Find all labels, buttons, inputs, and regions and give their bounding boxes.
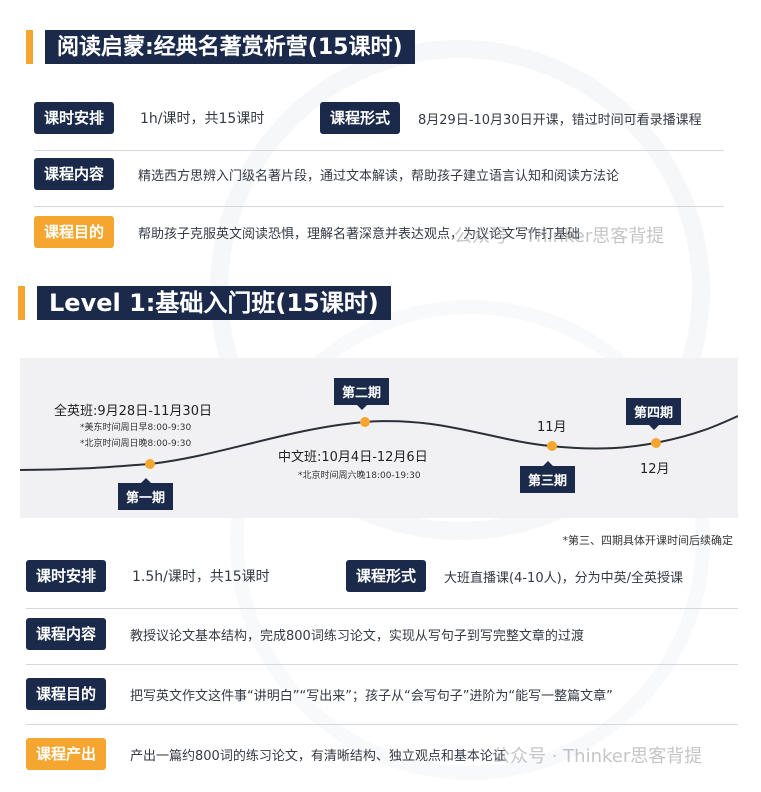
phase4-month: 12月 bbox=[640, 462, 670, 477]
timeline-panel: 全英班:9月28日-11月30日 *美东时间周日早8:00-9:30 *北京时间… bbox=[20, 358, 738, 518]
section2-header: Level 1:基础入门班(15课时) bbox=[18, 286, 391, 320]
divider bbox=[26, 724, 738, 725]
timeline-curve bbox=[20, 415, 738, 471]
phase2-label: 第二期 bbox=[334, 378, 390, 410]
s1-content-value: 精选西方思辨入门级名著片段，通过文本解读，帮助孩子建立语言认知和阅读方法论 bbox=[138, 168, 620, 184]
watermark-text: 公众号 · Thinker思客背提 bbox=[454, 226, 665, 247]
s1-goal-row: 课程目的 帮助孩子克服英文阅读恐惧，理解名著深意并表达观点，为议论文写作打基础 bbox=[34, 216, 580, 248]
s2-content-tag: 课程内容 bbox=[26, 618, 107, 650]
s1-goal-value: 帮助孩子克服英文阅读恐惧，理解名著深意并表达观点，为议论文写作打基础 bbox=[138, 226, 581, 242]
s2-output-tag: 课程产出 bbox=[26, 738, 107, 770]
section2-title: Level 1:基础入门班(15课时) bbox=[37, 286, 391, 320]
s2-output-value: 产出一篇约800词的练习论文，有清晰结构、独立观点和基本论证 bbox=[130, 748, 506, 764]
s2-content-value: 教授议论文基本结构，完成800词练习论文，实现从写句子到写完整文章的过渡 bbox=[130, 628, 584, 644]
phase4-label: 第四期 bbox=[626, 398, 682, 430]
phase3-dot bbox=[547, 441, 557, 451]
phase4-dot bbox=[651, 438, 661, 448]
s2-output-row: 课程产出 产出一篇约800词的练习论文，有清晰结构、独立观点和基本论证 bbox=[26, 738, 506, 770]
s1-goal-tag: 课程目的 bbox=[34, 216, 115, 248]
chinese-class-dates: 中文班:10月4日-12月6日 bbox=[278, 450, 428, 465]
section1-header: 阅读启蒙:经典名著赏析营(15课时) bbox=[26, 30, 415, 64]
s1-content-row: 课程内容 精选西方思辨入门级名著片段，通过文本解读，帮助孩子建立语言认知和阅读方… bbox=[34, 158, 619, 190]
divider bbox=[26, 664, 738, 665]
english-class-us-time: *美东时间周日早8:00-9:30 bbox=[80, 423, 192, 433]
s2-format-row: 课程形式 大班直播课(4-10人)，分为中英/全英授课 bbox=[346, 560, 683, 592]
s1-schedule-row: 课时安排 1h/课时，共15课时 bbox=[34, 102, 264, 134]
divider bbox=[34, 150, 724, 151]
chinese-class-bj-time: *北京时间周六晚18:00-19:30 bbox=[298, 471, 421, 481]
phase1-dot bbox=[145, 459, 155, 469]
section1-title: 阅读启蒙:经典名著赏析营(15课时) bbox=[45, 30, 415, 64]
s2-schedule-row: 课时安排 1.5h/课时，共15课时 bbox=[26, 560, 270, 592]
s1-schedule-tag: 课时安排 bbox=[34, 102, 115, 134]
s1-format-value: 8月29日-10月30日开课，错过时间可看录播课程 bbox=[418, 112, 702, 128]
s2-schedule-value: 1.5h/课时，共15课时 bbox=[132, 569, 270, 585]
s2-format-tag: 课程形式 bbox=[346, 560, 427, 592]
phase3-label: 第三期 bbox=[520, 461, 576, 493]
s2-goal-tag: 课程目的 bbox=[26, 678, 107, 710]
timeline-note: *第三、四期具体开课时间后续确定 bbox=[562, 534, 734, 547]
phase1-label: 第一期 bbox=[118, 478, 174, 510]
section-accent-bar bbox=[18, 286, 25, 320]
phase2-dot bbox=[360, 417, 370, 427]
section-accent-bar bbox=[26, 30, 33, 64]
s2-goal-row: 课程目的 把写英文作文这件事“讲明白”“写出来”；孩子从“会写句子”进阶为“能写… bbox=[26, 678, 613, 710]
s2-goal-value: 把写英文作文这件事“讲明白”“写出来”；孩子从“会写句子”进阶为“能写一整篇文章… bbox=[130, 688, 613, 704]
s2-content-row: 课程内容 教授议论文基本结构，完成800词练习论文，实现从写句子到写完整文章的过… bbox=[26, 618, 584, 650]
s1-format-tag: 课程形式 bbox=[320, 102, 401, 134]
english-class-bj-time: *北京时间周日晚8:00-9:30 bbox=[80, 439, 192, 449]
english-class-dates: 全英班:9月28日-11月30日 bbox=[54, 404, 212, 419]
phase3-month: 11月 bbox=[537, 420, 567, 435]
s1-format-row: 课程形式 8月29日-10月30日开课，错过时间可看录播课程 bbox=[320, 102, 702, 134]
s2-format-value: 大班直播课(4-10人)，分为中英/全英授课 bbox=[444, 570, 684, 586]
s1-content-tag: 课程内容 bbox=[34, 158, 115, 190]
divider bbox=[34, 206, 724, 207]
s1-schedule-value: 1h/课时，共15课时 bbox=[140, 111, 265, 127]
s2-schedule-tag: 课时安排 bbox=[26, 560, 107, 592]
divider bbox=[26, 608, 738, 609]
watermark-text: 公众号 · Thinker思客背提 bbox=[492, 746, 703, 767]
